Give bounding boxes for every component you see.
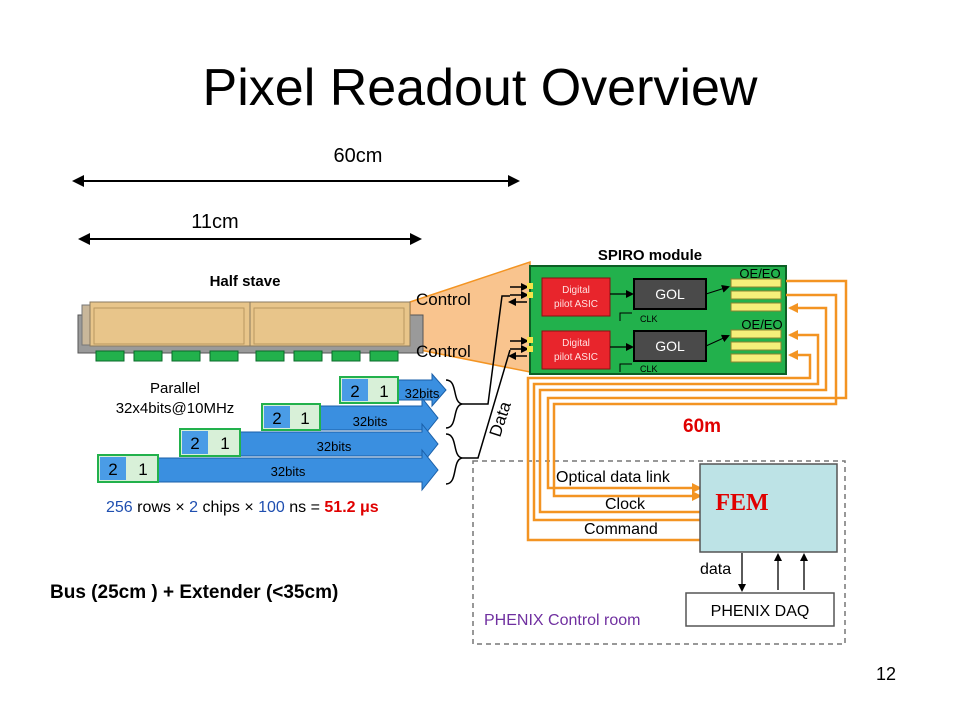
svg-text:Digital: Digital (562, 338, 590, 349)
sensor-ladder-right (249, 301, 411, 347)
optical-fiber-links (526, 279, 848, 542)
readout-chip (369, 350, 399, 362)
label-bus-extender: Bus (25cm ) + Extender (<35cm) (50, 582, 338, 603)
readout-chip (95, 350, 125, 362)
brace-upper (445, 379, 463, 429)
svg-text:2: 2 (272, 409, 281, 428)
data-line-upper (462, 295, 510, 405)
svg-text:GOL: GOL (655, 286, 685, 302)
label-data-small: data (700, 561, 731, 578)
label-clk-2: CLK (640, 364, 658, 374)
gol-chip-1: GOL (633, 278, 707, 310)
data-row-2: 2 1 32bits (261, 396, 439, 440)
timing-formula: 256 rows × 2 chips × 100 ns = 51.2 μs (106, 499, 379, 516)
half-stave (77, 301, 424, 362)
control-arrows (508, 283, 529, 360)
digital-pilot-asic-2: Digital pilot ASIC (541, 330, 611, 370)
spiro-module: Digital pilot ASIC Digital pilot ASIC GO… (527, 265, 787, 375)
readout-chip (331, 350, 361, 362)
data-row-4: 2 1 32bits (97, 448, 439, 492)
label-11cm: 11cm (191, 211, 238, 233)
label-oeeo-1: OE/EO (739, 266, 780, 281)
control-room-box (472, 460, 846, 645)
label-60m: 60m (683, 416, 721, 437)
svg-text:pilot ASIC: pilot ASIC (554, 352, 598, 363)
label-clock: Clock (605, 496, 646, 513)
label-data-vertical: Data (486, 399, 515, 440)
label-half-stave: Half stave (210, 273, 281, 290)
readout-chip (133, 350, 163, 362)
data-row-1: 2 1 32bits (339, 372, 447, 408)
svg-text:2: 2 (190, 434, 199, 453)
label-60cm: 60cm (334, 145, 383, 167)
readout-chip (293, 350, 323, 362)
label-parallel-rate: 32x4bits@10MHz (116, 400, 235, 417)
label-spiro-module: SPIRO module (598, 247, 702, 264)
digital-pilot-asic-1: Digital pilot ASIC (541, 277, 611, 317)
label-command: Command (584, 521, 658, 538)
svg-text:32bits: 32bits (353, 414, 388, 429)
svg-text:1: 1 (138, 460, 147, 479)
label-control-top: Control (416, 290, 471, 309)
gol-chip-2: GOL (633, 330, 707, 362)
brace-lower (445, 433, 463, 485)
arrow-head-right-11 (410, 233, 422, 245)
page-number: 12 (875, 664, 896, 684)
svg-text:2: 2 (108, 460, 117, 479)
svg-text:32bits: 32bits (271, 464, 306, 479)
svg-text:1: 1 (300, 409, 309, 428)
slide-title: Pixel Readout Overview (202, 59, 758, 117)
label-control-bottom: Control (416, 342, 471, 361)
data-row-3: 2 1 32bits (179, 422, 439, 466)
fem-box (699, 463, 838, 553)
label-fem: FEM (715, 490, 768, 516)
label-control-room: PHENIX Control room (484, 612, 641, 629)
readout-chip (209, 350, 239, 362)
arrow-head-left-60 (72, 175, 84, 187)
label-optical-link: Optical data link (556, 469, 671, 486)
svg-text:1: 1 (220, 434, 229, 453)
svg-text:32bits: 32bits (405, 386, 440, 401)
svg-text:pilot ASIC: pilot ASIC (554, 299, 598, 310)
svg-text:32bits: 32bits (317, 439, 352, 454)
svg-text:1: 1 (379, 382, 388, 401)
readout-chip (171, 350, 201, 362)
readout-chip (255, 350, 285, 362)
svg-text:2: 2 (350, 382, 359, 401)
label-parallel: Parallel (150, 380, 200, 397)
svg-text:GOL: GOL (655, 338, 685, 354)
label-clk-1: CLK (640, 314, 658, 324)
daq-box (685, 592, 835, 627)
label-daq: PHENIX DAQ (711, 603, 810, 620)
svg-text:Digital: Digital (562, 285, 590, 296)
sensor-ladder-left (89, 301, 251, 347)
arrow-head-right-60 (508, 175, 520, 187)
data-line-lower (462, 349, 511, 459)
arrow-head-left-11 (78, 233, 90, 245)
label-oeeo-2: OE/EO (741, 317, 782, 332)
